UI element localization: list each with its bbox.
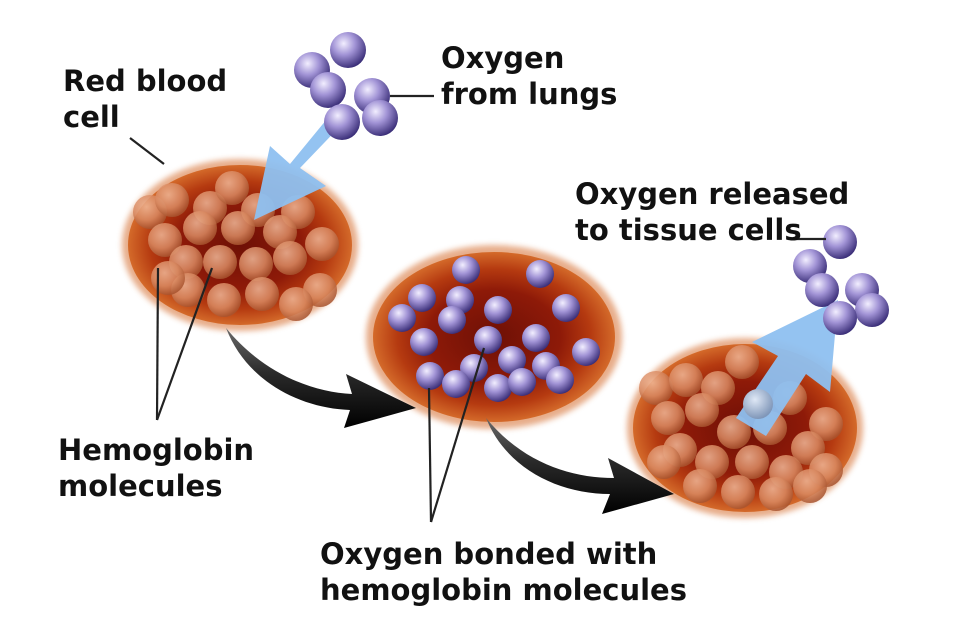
hemoglobin-molecule — [683, 469, 717, 503]
hemoglobin-molecules-cell-3 — [639, 345, 843, 511]
hemoglobin-molecule — [717, 415, 751, 449]
leader-oxygen-bonded-2 — [429, 347, 486, 523]
hemoglobin-molecule — [245, 277, 279, 311]
oxygen-molecule — [324, 104, 360, 140]
oxygen-molecule — [855, 293, 889, 327]
oxygen-molecule — [508, 368, 536, 396]
hemoglobin-molecule — [721, 475, 755, 509]
transition-arrow-1 — [226, 328, 416, 428]
hemoglobin-molecule — [669, 363, 703, 397]
oxygen-molecule — [484, 374, 512, 402]
leader-red-blood-cell — [129, 137, 165, 165]
oxygen-intake-arrow — [254, 108, 348, 220]
label-oxygen-released: Oxygen released to tissue cells — [575, 176, 849, 248]
hemoglobin-molecule — [155, 183, 189, 217]
label-oxygen-released-line-1: Oxygen released — [575, 177, 850, 211]
label-oxygen-bonded-line-2: hemoglobin molecules — [320, 573, 687, 607]
oxygen-leaving-molecule — [743, 389, 773, 419]
oxygen-molecule — [410, 328, 438, 356]
hemoglobin-molecule — [305, 227, 339, 261]
leader-hemoglobin-2 — [155, 267, 214, 421]
label-oxygen-from-lungs-line-2: from lungs — [441, 77, 618, 111]
oxygen-molecule — [388, 304, 416, 332]
hemoglobin-molecule — [279, 287, 313, 321]
oxygen-molecule — [310, 72, 346, 108]
oxygen-molecule — [362, 100, 398, 136]
oxygen-molecule — [416, 362, 444, 390]
label-red-blood-cell-line-1: Red blood — [63, 64, 228, 98]
leader-hemoglobin-1 — [155, 267, 160, 421]
oxygen-molecule — [823, 225, 857, 259]
label-red-blood-cell-line-2: cell — [63, 100, 120, 134]
hemoglobin-molecule — [215, 171, 249, 205]
oxygen-molecule — [484, 296, 512, 324]
label-oxygen-from-lungs-line-1: Oxygen — [441, 41, 565, 75]
hemoglobin-molecule — [809, 407, 843, 441]
hemoglobin-molecule — [239, 247, 273, 281]
hemoglobin-molecule — [651, 401, 685, 435]
oxygen-molecule — [572, 338, 600, 366]
hemoglobin-molecule — [263, 215, 297, 249]
hemoglobin-molecule — [148, 223, 182, 257]
oxygen-molecule — [498, 346, 526, 374]
oxygen-molecule — [823, 301, 857, 335]
hemoglobin-molecule — [793, 469, 827, 503]
hemoglobin-molecule — [207, 283, 241, 317]
hemoglobin-molecule — [183, 211, 217, 245]
hemoglobin-molecule — [273, 241, 307, 275]
oxygen-molecule — [474, 326, 502, 354]
label-hemoglobin-line-1: Hemoglobin — [58, 433, 255, 467]
hemoglobin-molecule — [685, 393, 719, 427]
label-oxygen-bonded-line-1: Oxygen bonded with — [320, 537, 658, 571]
red-blood-cell-2 — [366, 245, 622, 429]
hemoglobin-molecule — [221, 211, 255, 245]
hemoglobin-molecule — [725, 345, 759, 379]
oxygen-molecule — [438, 306, 466, 334]
label-hemoglobin-molecules: Hemoglobin molecules — [58, 432, 254, 504]
oxygen-molecule — [442, 370, 470, 398]
hemoglobin-molecule — [759, 477, 793, 511]
oxygen-molecule — [452, 256, 480, 284]
red-blood-cell-3 — [627, 338, 863, 518]
oxygen-molecule — [805, 273, 839, 307]
oxygen-molecule — [526, 260, 554, 288]
transition-arrow-2 — [486, 418, 674, 514]
oxygen-molecule — [522, 324, 550, 352]
label-oxygen-bonded: Oxygen bonded with hemoglobin molecules — [320, 536, 687, 608]
label-oxygen-released-line-2: to tissue cells — [575, 213, 802, 247]
oxygen-molecule — [546, 366, 574, 394]
label-oxygen-from-lungs: Oxygen from lungs — [441, 40, 617, 112]
oxygen-molecule — [552, 294, 580, 322]
hemoglobin-molecule — [647, 445, 681, 479]
oxygen-bonded-hemoglobin-cell-2 — [388, 256, 600, 402]
label-red-blood-cell: Red blood cell — [63, 63, 227, 135]
red-blood-cell-1 — [122, 159, 358, 331]
oxygen-molecules-from-lungs — [294, 32, 398, 140]
label-hemoglobin-line-2: molecules — [58, 469, 223, 503]
hemoglobin-molecule — [639, 371, 673, 405]
oxygen-molecule — [408, 284, 436, 312]
oxygen-molecules-released — [793, 225, 889, 335]
hemoglobin-molecule — [203, 245, 237, 279]
hemoglobin-molecule — [735, 445, 769, 479]
oxygen-molecule — [330, 32, 366, 68]
leader-oxygen-bonded-1 — [427, 387, 433, 523]
leader-lines — [129, 94, 826, 523]
hemoglobin-molecule — [151, 261, 185, 295]
